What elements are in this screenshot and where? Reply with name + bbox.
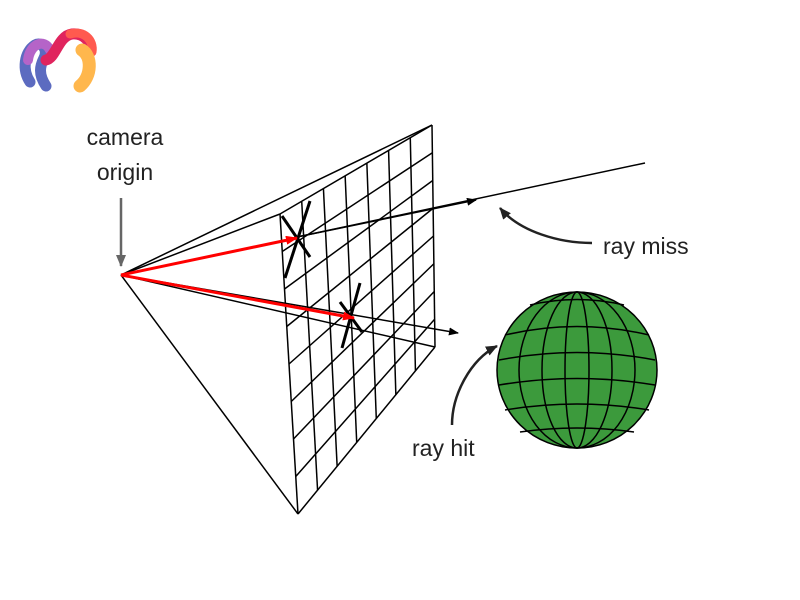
grid-row-line <box>286 207 434 328</box>
grid-row-line <box>284 179 434 290</box>
image-plane-grid <box>279 124 436 515</box>
logo <box>19 28 97 93</box>
ray-hit-label: ray hit <box>412 435 475 461</box>
grid-row-line <box>288 235 434 365</box>
ray-hit-pointer-arrow <box>450 344 498 426</box>
view-frustum <box>120 124 436 515</box>
sphere <box>496 291 658 449</box>
grid-row-line <box>295 318 436 477</box>
ray-miss-arrow <box>296 197 477 238</box>
grid-row-line <box>292 290 435 440</box>
ray-miss-label: ray miss <box>603 233 689 259</box>
primary-ray <box>120 273 355 321</box>
primary-ray <box>120 235 298 277</box>
camera-label: camera <box>87 124 164 150</box>
grid-row-line <box>281 152 433 253</box>
grid-row-line <box>297 346 436 515</box>
grid-row-line <box>279 124 433 215</box>
grid-row-line <box>290 263 435 403</box>
ray-miss-pointer-arrow <box>499 207 593 245</box>
origin-label: origin <box>97 159 153 185</box>
